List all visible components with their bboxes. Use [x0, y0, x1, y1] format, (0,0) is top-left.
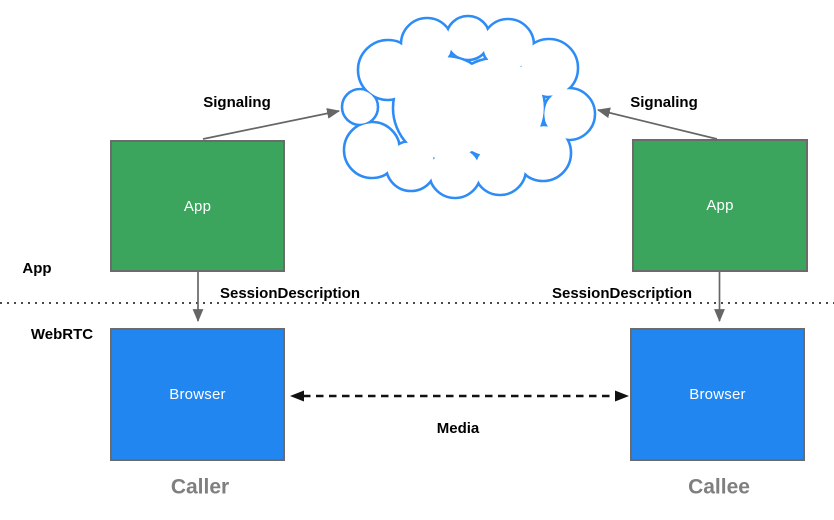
callee-caption: Callee	[688, 475, 750, 499]
media-arrow	[290, 390, 629, 402]
signaling-arrow-left	[202, 108, 341, 140]
session-description-label-right: SessionDescription	[551, 284, 693, 302]
media-label: Media	[436, 419, 480, 437]
callee-app-box: App	[632, 139, 808, 272]
callee-app-box-label: App	[706, 197, 734, 214]
session-description-label-left: SessionDescription	[219, 284, 361, 302]
signaling-label-right: Signaling	[630, 93, 698, 111]
caller-caption: Caller	[170, 475, 230, 499]
signaling-label-left: Signaling	[203, 93, 271, 111]
caller-browser-box-label: Browser	[169, 386, 226, 403]
caller-app-box: App	[110, 140, 285, 272]
cloud-icon	[340, 14, 597, 200]
callee-browser-box: Browser	[630, 328, 805, 461]
app-layer-label: App	[22, 259, 52, 277]
signaling-arrow-right	[596, 107, 718, 140]
callee-browser-box-label: Browser	[689, 386, 746, 403]
caller-app-box-label: App	[183, 197, 212, 215]
webrtc-layer-label: WebRTC	[30, 325, 94, 343]
caller-browser-box: Browser	[110, 328, 285, 461]
